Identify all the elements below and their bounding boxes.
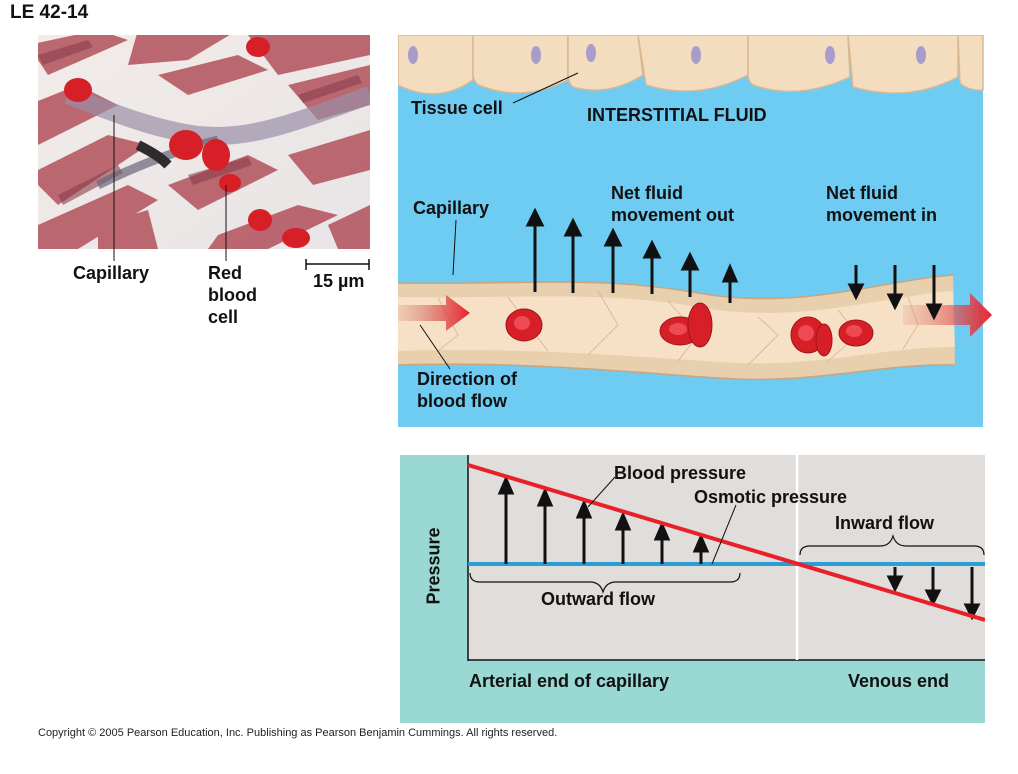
inward-flow-arrows (886, 567, 981, 621)
blood-flow-out-arrow (903, 293, 992, 337)
micrograph-pointers (113, 249, 227, 261)
interstitial-fluid-label: INTERSTITIAL FLUID (587, 105, 767, 125)
capillary-diagram (398, 35, 992, 427)
tissue-cells (398, 35, 984, 95)
inward-flow-label: Inward flow (835, 513, 934, 533)
blood-flow-in-arrow (398, 295, 470, 331)
figure-title: LE 42-14 (10, 2, 89, 23)
pressure-graph (400, 455, 985, 723)
micrograph-rbc-label: Red blood cell (208, 263, 257, 327)
pressure-axis-label-wrap: Pressure (408, 527, 456, 604)
inward-flow-brace (799, 533, 985, 556)
scale-bar (305, 259, 370, 270)
tissue-cell-label: Tissue cell (411, 98, 503, 118)
net-in-arrows (847, 265, 943, 321)
pressure-axis-label: Pressure (423, 527, 444, 605)
blood-pressure-label: Blood pressure (614, 463, 747, 483)
net-out-arrows (525, 207, 739, 303)
copyright-notice: Copyright © 2005 Pearson Education, Inc.… (38, 727, 558, 739)
blood-pressure-line (467, 463, 985, 622)
scale-bar-label: 15 µm (313, 271, 365, 291)
blood-flow-direction-label: Direction of blood flow (417, 369, 518, 411)
net-in-label: Net fluid movement in (826, 183, 938, 225)
net-out-label: Net fluid movement out (611, 183, 735, 225)
outward-flow-label: Outward flow (541, 589, 655, 609)
capillary-label: Capillary (413, 198, 490, 218)
osmotic-pressure-label: Osmotic pressure (694, 487, 848, 507)
capillary-micrograph (38, 35, 370, 249)
arterial-end-label: Arterial end of capillary (469, 671, 670, 691)
outward-flow-brace (469, 572, 741, 595)
outward-flow-arrows (497, 475, 710, 564)
micrograph-capillary-label: Capillary (73, 263, 150, 283)
venous-end-label: Venous end (848, 671, 950, 691)
